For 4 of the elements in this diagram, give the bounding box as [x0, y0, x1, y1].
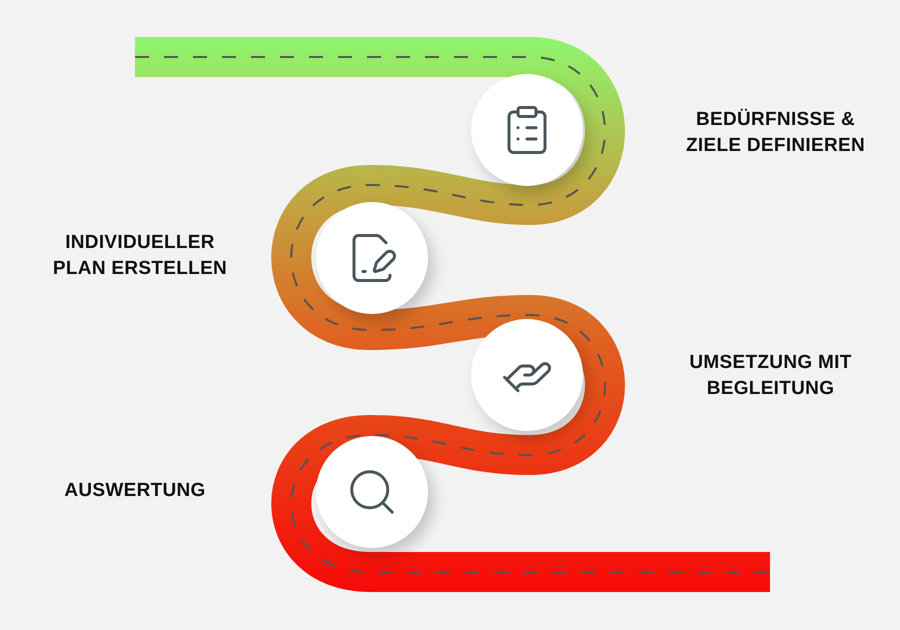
step-label: BEDÜRFNISSE & ZIELE DEFINIEREN	[685, 108, 866, 158]
step-label: AUSWERTUNG	[63, 479, 207, 503]
step-label: INDIVIDUELLER PLAN ERSTELLEN	[52, 231, 228, 281]
step-label: UMSETZUNG MIT BEGLEITUNG	[688, 351, 853, 401]
